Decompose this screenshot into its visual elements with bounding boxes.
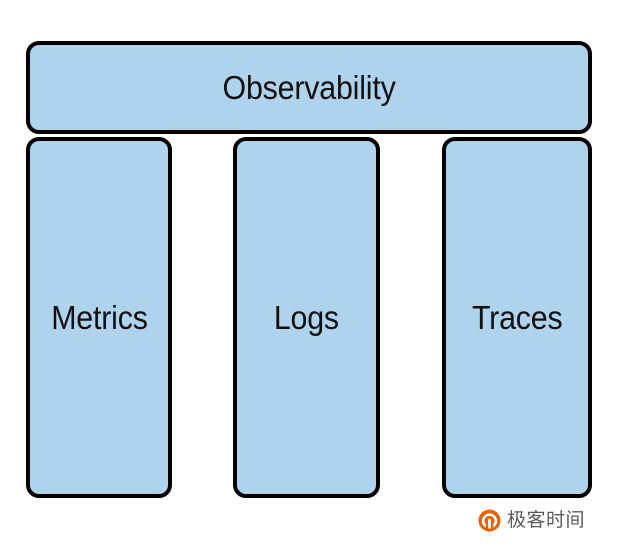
pillar-label-traces: Traces: [471, 299, 563, 336]
observability-box-label: Observability: [222, 69, 396, 106]
watermark-text: 极客时间: [507, 508, 586, 531]
pillar-box-metrics: Metrics: [26, 137, 172, 498]
pillar-box-traces: Traces: [442, 137, 592, 498]
watermark: 极客时间: [478, 506, 585, 534]
observability-box: Observability: [26, 41, 592, 134]
pillar-box-logs: Logs: [233, 137, 380, 498]
geektime-logo-icon: [478, 508, 501, 532]
pillar-label-logs: Logs: [273, 299, 340, 336]
pillar-label-metrics: Metrics: [50, 299, 148, 336]
